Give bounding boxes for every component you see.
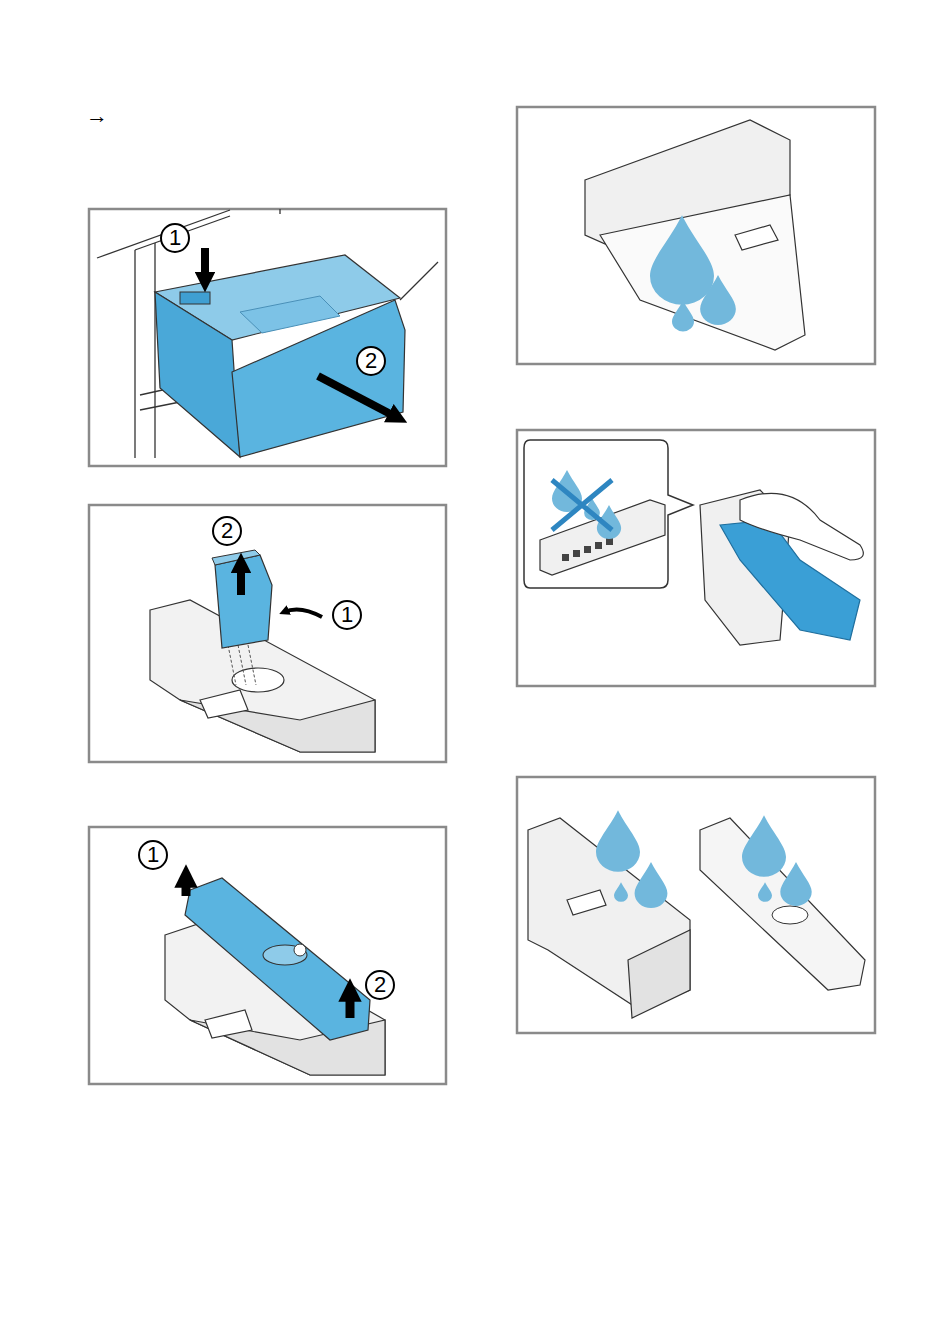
panel-frames [89,107,875,1084]
parts-rinse [528,810,865,1018]
callout-number: 2 [356,346,386,376]
dry-drawer [524,440,863,645]
insert-removal [165,876,385,1075]
callout-number: 1 [160,223,190,253]
siphon-removal [150,550,375,752]
drawer-removal [97,209,438,458]
callout-number: 1 [138,840,168,870]
callout-number: 1 [332,600,362,630]
callout-number: 2 [212,516,242,546]
drawer-rinse [585,120,805,350]
callout-number: 2 [365,970,395,1000]
step-arrow: → [86,105,108,127]
